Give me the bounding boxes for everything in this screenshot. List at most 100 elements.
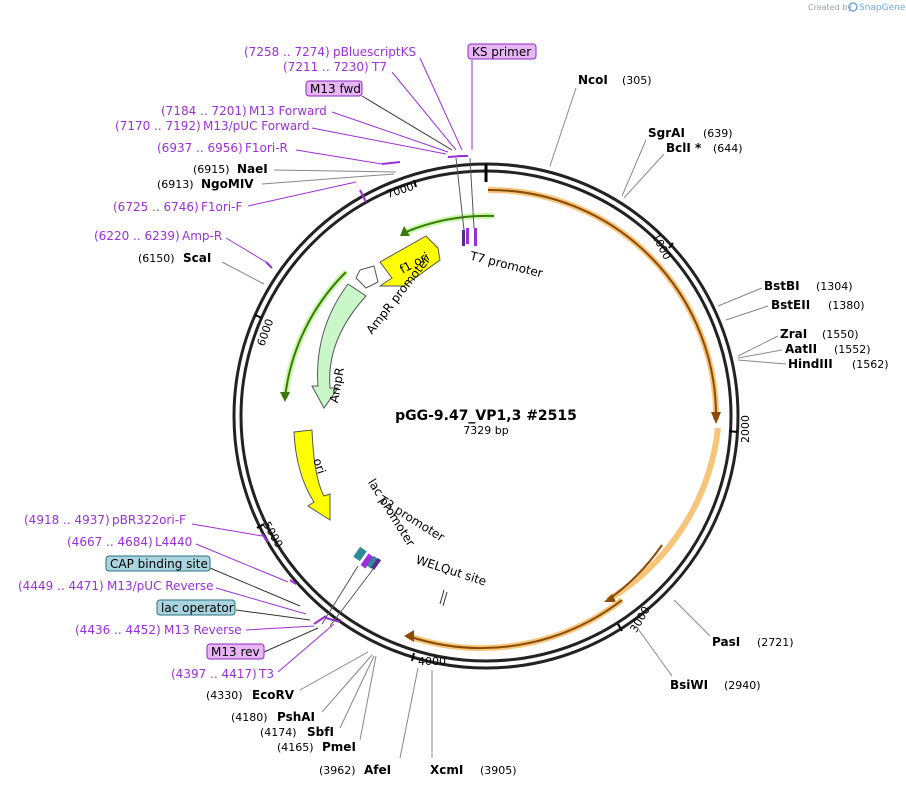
- primer-pbluescriptks[interactable]: pBluescriptKS: [333, 45, 416, 59]
- primer-f1ori-f[interactable]: F1ori-F: [201, 200, 242, 214]
- cap-binding-line: [209, 567, 301, 607]
- welqut-mark-1: [439, 589, 445, 605]
- enzyme-scai[interactable]: ScaI: [183, 251, 211, 265]
- enzyme-bstbi[interactable]: BstBI: [764, 279, 800, 293]
- enzyme-sgrai[interactable]: SgrAI: [648, 126, 685, 140]
- primer-m13-reverse-range: (4436 .. 4452): [75, 623, 161, 637]
- enzyme-bcli-pos: (644): [713, 142, 743, 155]
- enzyme-bsiwi-pos: (2940): [724, 679, 761, 692]
- ks-primer-box[interactable]: [467, 43, 537, 60]
- m13-rev-box[interactable]: [206, 643, 265, 660]
- enzyme-pmei[interactable]: PmeI: [322, 740, 356, 754]
- enzyme-pasi-pos: (2721): [757, 636, 794, 649]
- tick-label-6000: 6000: [255, 317, 277, 348]
- welqut-mark-2: [442, 591, 448, 607]
- enzyme-naei[interactable]: NaeI: [237, 162, 268, 176]
- enzyme-pshai-pos: (4180): [231, 711, 268, 724]
- primer-m13-puc-reverse[interactable]: M13/pUC Reverse: [107, 579, 214, 593]
- primer-mark-f1ori-r: [381, 161, 401, 165]
- primer-t3[interactable]: T3: [258, 667, 274, 681]
- m13-rev-label: M13 rev: [211, 645, 260, 659]
- t3-mark: [370, 557, 382, 571]
- t7-mark-1: [462, 230, 465, 246]
- tick-4000: [411, 652, 415, 662]
- aatii-line: [737, 349, 783, 359]
- enzyme-xcmi[interactable]: XcmI: [430, 763, 463, 777]
- enzyme-pmei-pos: (4165): [277, 741, 314, 754]
- primer-l4440[interactable]: L4440: [155, 535, 192, 549]
- credit-brand: SnapGene: [859, 3, 906, 13]
- insert-arc-1: [487, 188, 718, 421]
- enzyme-bcli[interactable]: BclI *: [666, 141, 702, 155]
- m13-fwd-box[interactable]: [305, 80, 363, 97]
- f1-ori-feature: [378, 235, 441, 287]
- enzyme-ecorv[interactable]: EcoRV: [252, 688, 295, 702]
- enzyme-hindiii[interactable]: HindIII: [788, 357, 833, 371]
- pbr322ori-f-line: [191, 523, 263, 537]
- ncoi-line: [549, 87, 577, 167]
- enzyme-sbfi[interactable]: SbfI: [307, 725, 334, 739]
- primer-m13-reverse[interactable]: M13 Reverse: [164, 623, 242, 637]
- hindiii-line: [737, 359, 787, 365]
- t7-inner-line-1: [455, 157, 465, 231]
- insert-arc-3-arrowhead: [404, 630, 414, 642]
- lac-cluster-marks: [353, 546, 382, 571]
- m13-rev-line: [263, 627, 319, 653]
- insert-arc-2-arrowhead: [604, 594, 616, 602]
- enzyme-hindiii-pos: (1562): [852, 358, 889, 371]
- primer-mark-m13-reverse: [313, 615, 327, 625]
- enzyme-pasi[interactable]: PasI: [712, 635, 740, 649]
- green-arc-top-arrowhead: [400, 226, 410, 236]
- primer-mark-l4440: [289, 579, 297, 585]
- enzyme-afei-pos: (3962): [319, 764, 356, 777]
- insert-arc-3-glow: [407, 597, 624, 652]
- primer-pbr322ori-f[interactable]: pBR322ori-F: [112, 513, 186, 527]
- primer-m13-forward[interactable]: M13 Forward: [249, 104, 327, 118]
- primer-t7-range: (7211 .. 7230): [283, 60, 369, 74]
- ampr-label: AmpR: [327, 366, 347, 404]
- enzyme-aatii-pos: (1552): [834, 343, 871, 356]
- lac-inner-line-1: [321, 565, 359, 625]
- enzyme-naei-pos: (6915): [193, 163, 230, 176]
- amp-r-line: [225, 237, 267, 263]
- enzyme-bstbi-pos: (1304): [816, 280, 853, 293]
- bstbi-line: [717, 287, 763, 307]
- enzymes-left: ScaI (6150) NgoMIV (6913) NaeI (6915): [138, 162, 397, 285]
- tick-5000: [256, 523, 265, 529]
- enzyme-ngomiv[interactable]: NgoMIV: [201, 177, 254, 191]
- enzyme-bsteii[interactable]: BstEII: [771, 298, 810, 312]
- primer-pbluescriptks-range: (7258 .. 7274): [244, 45, 330, 59]
- primer-amp-r[interactable]: Amp-R: [182, 229, 222, 243]
- t7-mark-3: [474, 228, 477, 246]
- ecorv-line: [299, 651, 369, 691]
- enzyme-pshai[interactable]: PshAI: [277, 710, 315, 724]
- insert-arc-3: [407, 599, 623, 650]
- primer-t7[interactable]: T7: [371, 60, 387, 74]
- primer-mark-pbr322ori-f: [261, 533, 269, 543]
- lac-operator-label: lac operator: [161, 601, 234, 615]
- primer-mark-amp-r: [265, 261, 273, 269]
- lac-operator-box[interactable]: [156, 599, 236, 616]
- cap-mark: [353, 546, 367, 562]
- pmei-line: [359, 655, 377, 741]
- credit-prefix: Created by: [808, 3, 852, 12]
- primer-t3-range: (4397 .. 4417): [171, 667, 257, 681]
- cap-binding-site-label: CAP binding site: [110, 557, 208, 571]
- enzyme-ncoi-pos: (305): [622, 74, 652, 87]
- enzyme-ncoi[interactable]: NcoI: [578, 73, 608, 87]
- enzyme-sbfi-pos: (4174): [260, 726, 297, 739]
- enzyme-bsiwi[interactable]: BsiWI: [670, 678, 708, 692]
- sgrai-line: [621, 139, 647, 197]
- primer-m13-puc-forward[interactable]: M13/pUC Forward: [203, 119, 310, 133]
- enzymes-bottom: XcmI (3905) AfeI (3962) PmeI (4165) SbfI…: [206, 651, 517, 777]
- enzyme-zrai[interactable]: ZraI: [780, 327, 807, 341]
- insert-arc-1-glow: [487, 186, 720, 421]
- enzyme-afei[interactable]: AfeI: [364, 763, 391, 777]
- enzyme-bsteii-pos: (1380): [828, 299, 865, 312]
- primer-f1ori-f-range: (6725 .. 6746): [113, 200, 199, 214]
- cap-binding-site-box[interactable]: [105, 555, 211, 572]
- primer-f1ori-r[interactable]: F1ori-R: [245, 141, 288, 155]
- lac-operator-mark: [366, 555, 378, 569]
- enzyme-aatii[interactable]: AatII: [785, 342, 817, 356]
- t7-promoter-marks: [462, 228, 477, 246]
